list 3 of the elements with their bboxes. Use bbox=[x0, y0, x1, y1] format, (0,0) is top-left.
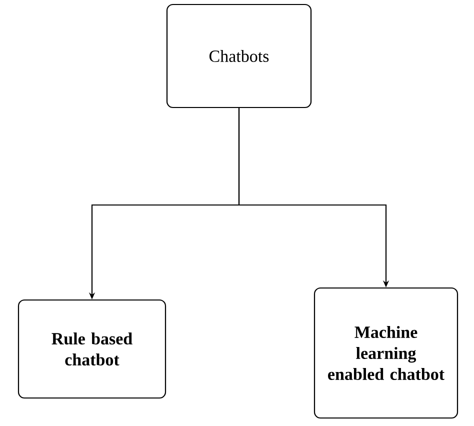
process-box: Rule based chatbot bbox=[18, 299, 166, 399]
process-box: Machine learning enabled chatbot bbox=[314, 287, 458, 419]
process-box: Chatbots bbox=[166, 4, 312, 108]
